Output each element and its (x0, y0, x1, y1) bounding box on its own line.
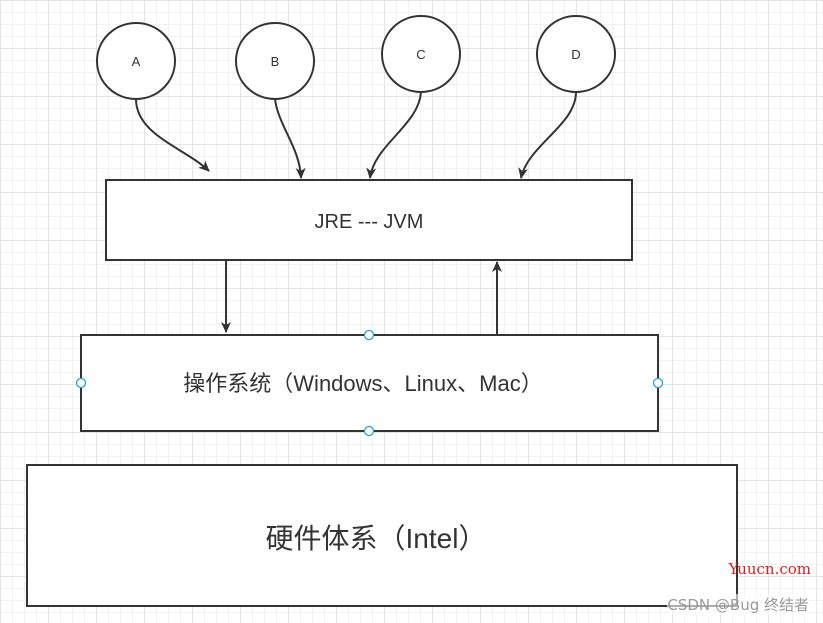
handle-left[interactable] (75, 377, 87, 389)
hardware-box[interactable]: 硬件体系（Intel） (26, 464, 738, 607)
author-watermark: CSDN @Bug 终结者 (667, 594, 809, 615)
jre-jvm-label: JRE --- JVM (315, 211, 424, 233)
handle-right[interactable] (652, 377, 664, 389)
handle-bottom[interactable] (363, 425, 375, 437)
handle-top[interactable] (363, 329, 375, 341)
connector-d-jre (518, 91, 577, 179)
node-d[interactable]: D (536, 15, 616, 93)
node-b-label: B (271, 54, 280, 69)
hardware-label: 硬件体系（Intel） (266, 523, 487, 554)
connector-b-jre (274, 98, 306, 179)
node-b[interactable]: B (235, 22, 315, 100)
node-a[interactable]: A (96, 22, 176, 100)
node-a-label: A (132, 54, 141, 69)
node-d-label: D (571, 47, 580, 62)
node-c[interactable]: C (381, 15, 461, 93)
node-c-label: C (416, 47, 425, 62)
site-watermark: Yuucn.com (728, 560, 811, 578)
connector-c-jre (366, 91, 422, 179)
os-label: 操作系统（Windows、Linux、Mac） (183, 371, 542, 396)
jre-jvm-box[interactable]: JRE --- JVM (105, 179, 633, 261)
connector-a-jre (135, 98, 210, 172)
os-box[interactable]: 操作系统（Windows、Linux、Mac） (75, 329, 664, 437)
